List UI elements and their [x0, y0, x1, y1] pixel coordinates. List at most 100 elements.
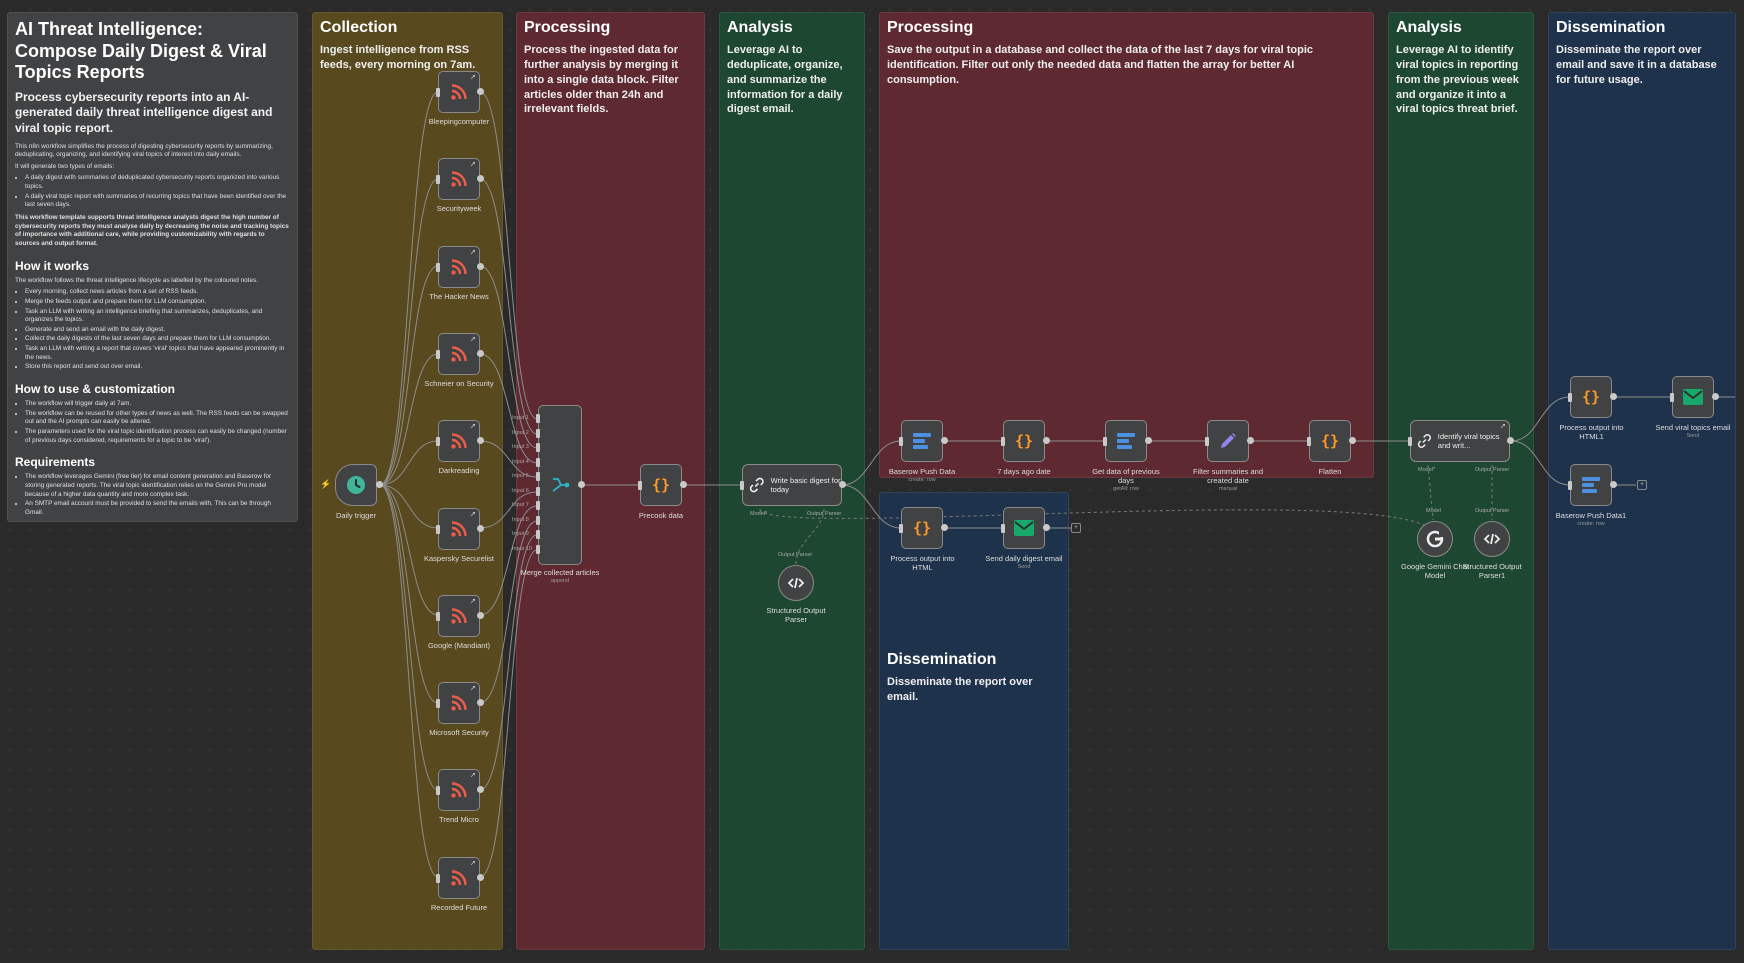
- processing-note-2[interactable]: Processing Save the output in a database…: [879, 12, 1374, 478]
- output-port[interactable]: [477, 786, 484, 794]
- output-port[interactable]: [477, 699, 484, 707]
- intro-note[interactable]: AI Threat Intelligence: Compose Daily Di…: [7, 12, 298, 522]
- merge-input-port[interactable]: [536, 486, 540, 496]
- rss-feed-node[interactable]: ➚: [438, 158, 480, 201]
- structured-output-parser1-node[interactable]: [1474, 521, 1510, 557]
- send-daily-label-text: Send daily digest email: [985, 554, 1063, 563]
- output-port[interactable]: [1610, 393, 1617, 400]
- rss-feed-node[interactable]: ➚: [438, 856, 480, 899]
- input-port[interactable]: [1568, 481, 1572, 490]
- input-port[interactable]: [899, 437, 903, 446]
- list-item: An SMTP email account must be provided t…: [25, 500, 290, 517]
- get-previous-days-node[interactable]: [1105, 420, 1147, 462]
- identify-viral-topics-node[interactable]: Identify viral topics and writ... ➚: [1410, 420, 1510, 462]
- processing-desc-1: Process the ingested data for further an…: [524, 44, 679, 116]
- pencil-icon: [1221, 433, 1236, 448]
- input-port[interactable]: [1568, 393, 1572, 402]
- output-port[interactable]: [477, 524, 484, 532]
- merge-input-port[interactable]: [536, 443, 540, 452]
- input-port[interactable]: [1001, 437, 1005, 446]
- send-viral-topics-node[interactable]: [1672, 376, 1714, 418]
- merge-input-port[interactable]: [536, 515, 540, 525]
- baserow-push-data-node[interactable]: [901, 420, 943, 462]
- dissemination-note-1[interactable]: Dissemination Disseminate the report ove…: [879, 492, 1069, 950]
- add-node-button[interactable]: +: [1637, 480, 1647, 490]
- input-port[interactable]: [1670, 393, 1674, 402]
- input-port[interactable]: [436, 262, 440, 272]
- baserow-push1-sub: create: row: [1577, 521, 1605, 527]
- precook-data-node[interactable]: {}: [640, 464, 682, 506]
- process-html1-node[interactable]: {}: [1570, 376, 1612, 418]
- filter-summaries-node[interactable]: [1207, 420, 1249, 462]
- merge-input-port[interactable]: [536, 501, 540, 510]
- merge-input-port[interactable]: [536, 544, 540, 554]
- output-port[interactable]: [1145, 437, 1152, 444]
- merge-input-port[interactable]: [536, 530, 540, 539]
- output-port[interactable]: [839, 481, 846, 488]
- baserow-push-data1-node[interactable]: [1570, 464, 1612, 506]
- input-port[interactable]: [1408, 437, 1412, 446]
- rss-feed-node[interactable]: ➚: [438, 769, 480, 812]
- rss-feed-node[interactable]: ➚: [438, 420, 480, 463]
- output-port[interactable]: [477, 175, 484, 183]
- merge-collected-articles-node[interactable]: [538, 405, 582, 565]
- output-port[interactable]: [376, 481, 383, 488]
- output-port[interactable]: [1247, 437, 1254, 444]
- merge-input-port[interactable]: [536, 472, 540, 481]
- rss-feed-node[interactable]: ➚: [438, 332, 480, 375]
- add-node-button[interactable]: +: [1071, 523, 1081, 533]
- seven-days-ago-node[interactable]: {}: [1003, 420, 1045, 462]
- output-port[interactable]: [1349, 437, 1356, 444]
- rss-feed-node[interactable]: ➚: [438, 245, 480, 288]
- output-port[interactable]: [1043, 524, 1050, 531]
- output-port[interactable]: [680, 481, 687, 488]
- output-port[interactable]: [1043, 437, 1050, 444]
- input-port[interactable]: [638, 481, 642, 490]
- merge-input-port[interactable]: [536, 414, 540, 423]
- input-port[interactable]: [436, 349, 440, 359]
- input-port[interactable]: [436, 437, 440, 447]
- daily-trigger-node[interactable]: [335, 464, 377, 506]
- input-port[interactable]: [436, 699, 440, 709]
- analysis-note-2[interactable]: Analysis Leverage AI to identify viral t…: [1388, 12, 1534, 950]
- write-digest-node[interactable]: Write basic digest for today: [742, 464, 842, 506]
- input-port[interactable]: [436, 786, 440, 796]
- output-port[interactable]: [477, 262, 484, 270]
- output-port[interactable]: [477, 349, 484, 357]
- input-port[interactable]: [899, 524, 903, 533]
- output-port[interactable]: [1507, 437, 1514, 444]
- merge-input-port[interactable]: [536, 428, 540, 438]
- rss-feed-node[interactable]: ➚: [438, 507, 480, 550]
- google-gemini-chat-model-node[interactable]: [1417, 521, 1453, 557]
- send-viral-sub: Send: [1686, 433, 1700, 439]
- flatten-node[interactable]: {}: [1309, 420, 1351, 462]
- output-port[interactable]: [477, 873, 484, 881]
- input-port[interactable]: [1205, 437, 1209, 446]
- input-port[interactable]: [436, 524, 440, 534]
- output-port[interactable]: [477, 437, 484, 445]
- output-port[interactable]: [578, 481, 585, 488]
- process-html-node[interactable]: {}: [901, 507, 943, 549]
- code-braces-icon: {}: [1582, 388, 1600, 406]
- output-port[interactable]: [1712, 393, 1719, 400]
- rss-feed-node[interactable]: ➚: [438, 594, 480, 637]
- output-port[interactable]: [941, 524, 948, 531]
- rss-feed-label: Microsoft Security: [429, 728, 489, 738]
- input-port[interactable]: [1001, 524, 1005, 533]
- input-port[interactable]: [740, 481, 744, 490]
- output-port[interactable]: [477, 88, 484, 95]
- rss-feed-node[interactable]: ➚: [438, 682, 480, 725]
- rss-feed-node[interactable]: ➚: [438, 71, 480, 113]
- input-port[interactable]: [1103, 437, 1107, 446]
- merge-input-port[interactable]: [536, 457, 540, 467]
- output-port[interactable]: [477, 611, 484, 619]
- input-port[interactable]: [1307, 437, 1311, 446]
- input-port[interactable]: [436, 611, 440, 621]
- output-port[interactable]: [1610, 481, 1617, 488]
- input-port[interactable]: [436, 88, 440, 97]
- structured-output-parser-node[interactable]: [778, 565, 814, 601]
- input-port[interactable]: [436, 175, 440, 185]
- output-port[interactable]: [941, 437, 948, 444]
- input-port[interactable]: [436, 873, 440, 883]
- send-daily-digest-node[interactable]: [1003, 507, 1045, 549]
